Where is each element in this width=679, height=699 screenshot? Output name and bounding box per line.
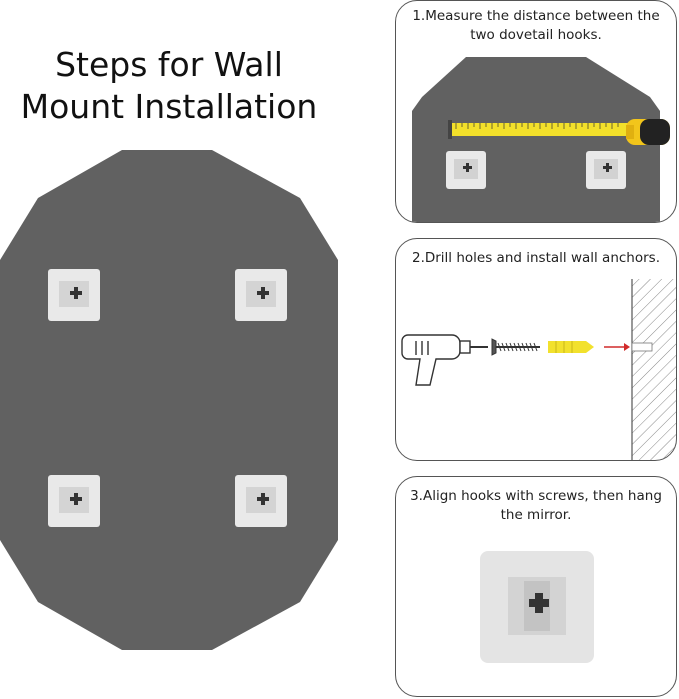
measure-illustration — [412, 57, 670, 222]
drill-icon — [401, 334, 488, 386]
page-title: Steps for Wall Mount Installation — [0, 44, 338, 128]
arrow-icon — [604, 343, 630, 351]
drill-illustration — [401, 279, 676, 460]
screw-icon — [491, 338, 540, 356]
dovetail-hook — [480, 551, 594, 663]
step-3-panel: 3.Align hooks with screws, then hang the… — [395, 476, 677, 697]
hook-closeup-illustration — [480, 551, 594, 663]
step-1-caption-line-2: two dovetail hooks. — [470, 27, 602, 43]
wall-anchor-icon — [548, 341, 594, 353]
dovetail-hook — [586, 151, 626, 189]
step-1-caption-line-1: 1.Measure the distance between the — [412, 8, 660, 24]
mirror-top-part — [412, 57, 660, 222]
step-1-panel: 1.Measure the distance between the two d… — [395, 0, 677, 223]
title-line-1: Steps for Wall — [55, 45, 283, 84]
title-line-2: Mount Installation — [20, 87, 318, 126]
step-3-caption: 3.Align hooks with screws, then hang the… — [396, 487, 676, 525]
mirror-back-illustration — [0, 150, 338, 650]
step-2-caption-line-1: 2.Drill holes and install wall anchors. — [411, 250, 660, 266]
dovetail-hook — [235, 269, 287, 321]
mirror-octagon — [0, 150, 338, 650]
dovetail-hook — [48, 475, 100, 527]
step-3-caption-line-2: the mirror. — [500, 507, 572, 523]
step-2-caption: 2.Drill holes and install wall anchors. — [396, 249, 676, 268]
wall-icon — [631, 279, 676, 460]
dovetail-hook — [235, 475, 287, 527]
step-2-panel: 2.Drill holes and install wall anchors. — [395, 238, 677, 461]
step-1-caption: 1.Measure the distance between the two d… — [396, 7, 676, 45]
dovetail-hook — [446, 151, 486, 189]
tape-measure-icon — [448, 119, 670, 145]
dovetail-hook — [48, 269, 100, 321]
step-3-caption-line-1: 3.Align hooks with screws, then hang — [410, 488, 662, 504]
